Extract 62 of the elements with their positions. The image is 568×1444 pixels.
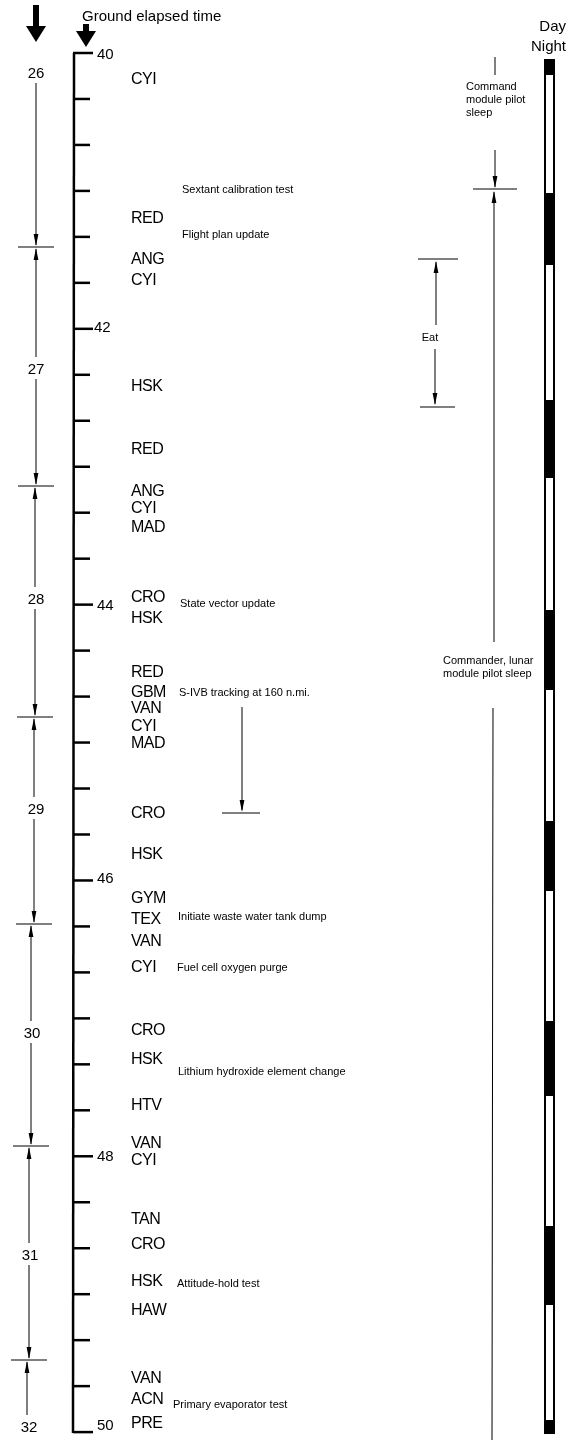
activity-note: S-IVB tracking at 160 n.mi.	[179, 686, 310, 698]
station-code: CYI	[131, 272, 157, 288]
axis-title: Ground elapsed time	[82, 7, 222, 23]
station-code: MAD	[131, 519, 166, 535]
day-night-label: Day	[539, 17, 566, 33]
station-code: CRO	[131, 1022, 166, 1038]
activity-note: Primary evaporator test	[173, 1398, 288, 1410]
station-code: CRO	[131, 805, 166, 821]
revolution-number: 32	[20, 1418, 38, 1434]
station-code: VAN	[131, 933, 162, 949]
station-code: RED	[131, 210, 164, 226]
revolution-number: 26	[27, 64, 45, 80]
activity-note: Attitude-hold test	[177, 1277, 260, 1289]
station-code: HSK	[131, 1273, 163, 1289]
activity-note: Eat	[421, 331, 439, 343]
hour-number: 48	[97, 1147, 114, 1163]
revolution-number: 27	[27, 360, 45, 376]
activity-note: Fuel cell oxygen purge	[177, 961, 288, 973]
station-code: CYI	[131, 71, 157, 87]
revolution-number: 28	[27, 590, 45, 606]
station-code: CYI	[131, 500, 157, 516]
activity-note: Flight plan update	[182, 228, 270, 240]
activity-note: Initiate waste water tank dump	[178, 910, 327, 922]
hour-number: 46	[97, 869, 114, 885]
station-code: CRO	[131, 1236, 166, 1252]
station-code: HSK	[131, 378, 163, 394]
activity-note: State vector update	[180, 597, 276, 609]
activity-note: Lithium hydroxide element change	[178, 1065, 346, 1077]
station-code: GYM	[131, 890, 166, 906]
station-code: RED	[131, 441, 164, 457]
day-night-label: Night	[530, 37, 566, 53]
station-code: PRE	[131, 1415, 163, 1431]
station-code: TEX	[131, 911, 161, 927]
station-code: GBM	[131, 684, 166, 700]
hour-number: 40	[97, 45, 114, 61]
station-code: ANG	[131, 483, 165, 499]
station-code: HSK	[131, 846, 163, 862]
hour-number: 50	[97, 1416, 114, 1432]
station-code: HSK	[131, 610, 163, 626]
station-code: ANG	[131, 251, 165, 267]
station-code: VAN	[131, 1370, 162, 1386]
station-code: CRO	[131, 589, 166, 605]
station-code: HTV	[131, 1097, 162, 1113]
activity-note: Sextant calibration test	[182, 183, 294, 195]
station-code: TAN	[131, 1211, 161, 1227]
station-code: VAN	[131, 1135, 162, 1151]
station-code: CYI	[131, 718, 157, 734]
activity-note: Commander, lunar module pilot sleep	[443, 654, 535, 681]
station-code: CYI	[131, 959, 157, 975]
station-code: RED	[131, 664, 164, 680]
revolution-number: 31	[21, 1246, 39, 1262]
revolution-number: 29	[27, 800, 45, 816]
activity-note: Command module pilot sleep	[466, 80, 527, 120]
station-code: HAW	[131, 1302, 167, 1318]
station-code: MAD	[131, 735, 166, 751]
station-code: ACN	[131, 1391, 164, 1407]
station-code: HSK	[131, 1051, 163, 1067]
revolution-number: 30	[23, 1024, 41, 1040]
station-code: CYI	[131, 1152, 157, 1168]
hour-number: 42	[94, 318, 111, 334]
hour-number: 44	[97, 596, 114, 612]
station-code: VAN	[131, 700, 162, 716]
